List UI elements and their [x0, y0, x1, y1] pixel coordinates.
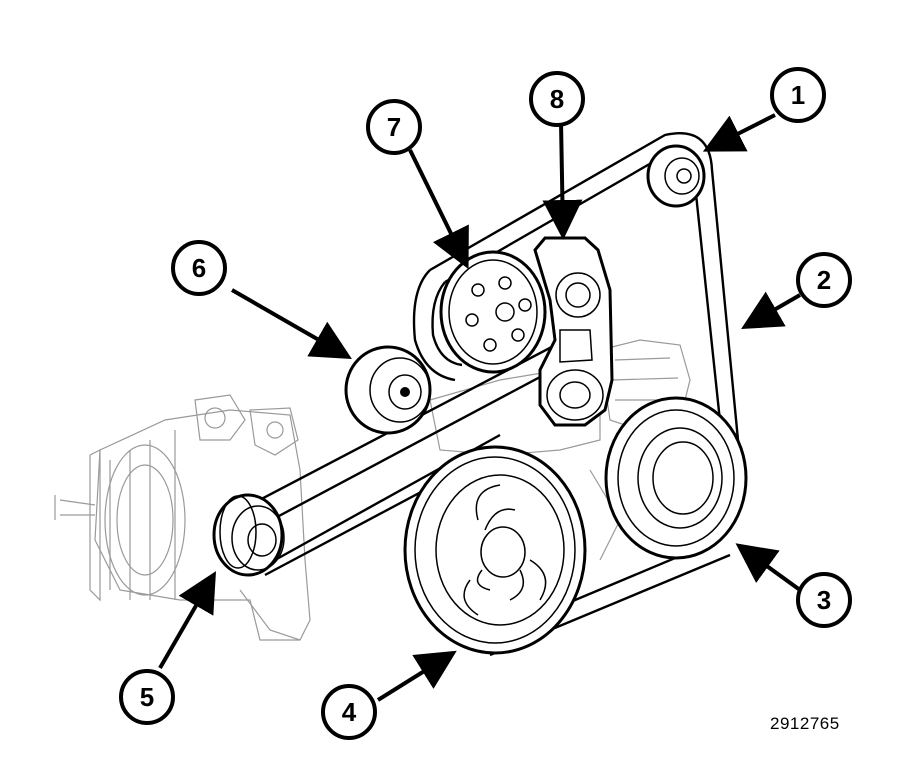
callout-7: 7: [366, 99, 422, 155]
water-pump-pulley: [439, 250, 547, 374]
belt-tensioner: [533, 236, 614, 427]
arrow-1: [702, 113, 776, 152]
callout-label-1: 1: [791, 80, 805, 110]
callout-8: 8: [529, 71, 585, 127]
arrow-6: [231, 288, 352, 359]
callout-5: 5: [119, 669, 175, 725]
callout-6: 6: [171, 240, 227, 296]
callout-label-8: 8: [550, 84, 564, 114]
arrow-4: [376, 650, 457, 702]
arrow-3: [735, 543, 802, 592]
callout-4: 4: [321, 684, 377, 740]
callout-label-7: 7: [387, 112, 401, 142]
leader-arrows: [158, 113, 802, 702]
compressor-outline: [54, 339, 691, 641]
figure-id: 2912765: [770, 714, 840, 733]
arrow-5: [158, 571, 217, 670]
upper-idler-pulley: [646, 144, 706, 208]
callout-label-2: 2: [817, 265, 831, 295]
arrow-8: [542, 121, 583, 240]
power-steering-pulley: [604, 396, 748, 560]
callout-1: 1: [770, 67, 826, 123]
callout-label-4: 4: [342, 697, 357, 727]
arrow-2: [741, 291, 801, 329]
idler-pulley: [344, 345, 432, 435]
ac-compressor-pulley: [212, 493, 285, 577]
arrow-7: [408, 149, 469, 270]
callout-3: 3: [796, 572, 852, 628]
callout-label-5: 5: [140, 682, 154, 712]
callout-2: 2: [796, 252, 852, 308]
crankshaft-pulley: [403, 445, 587, 655]
callout-label-6: 6: [192, 253, 206, 283]
callout-label-3: 3: [817, 585, 831, 615]
